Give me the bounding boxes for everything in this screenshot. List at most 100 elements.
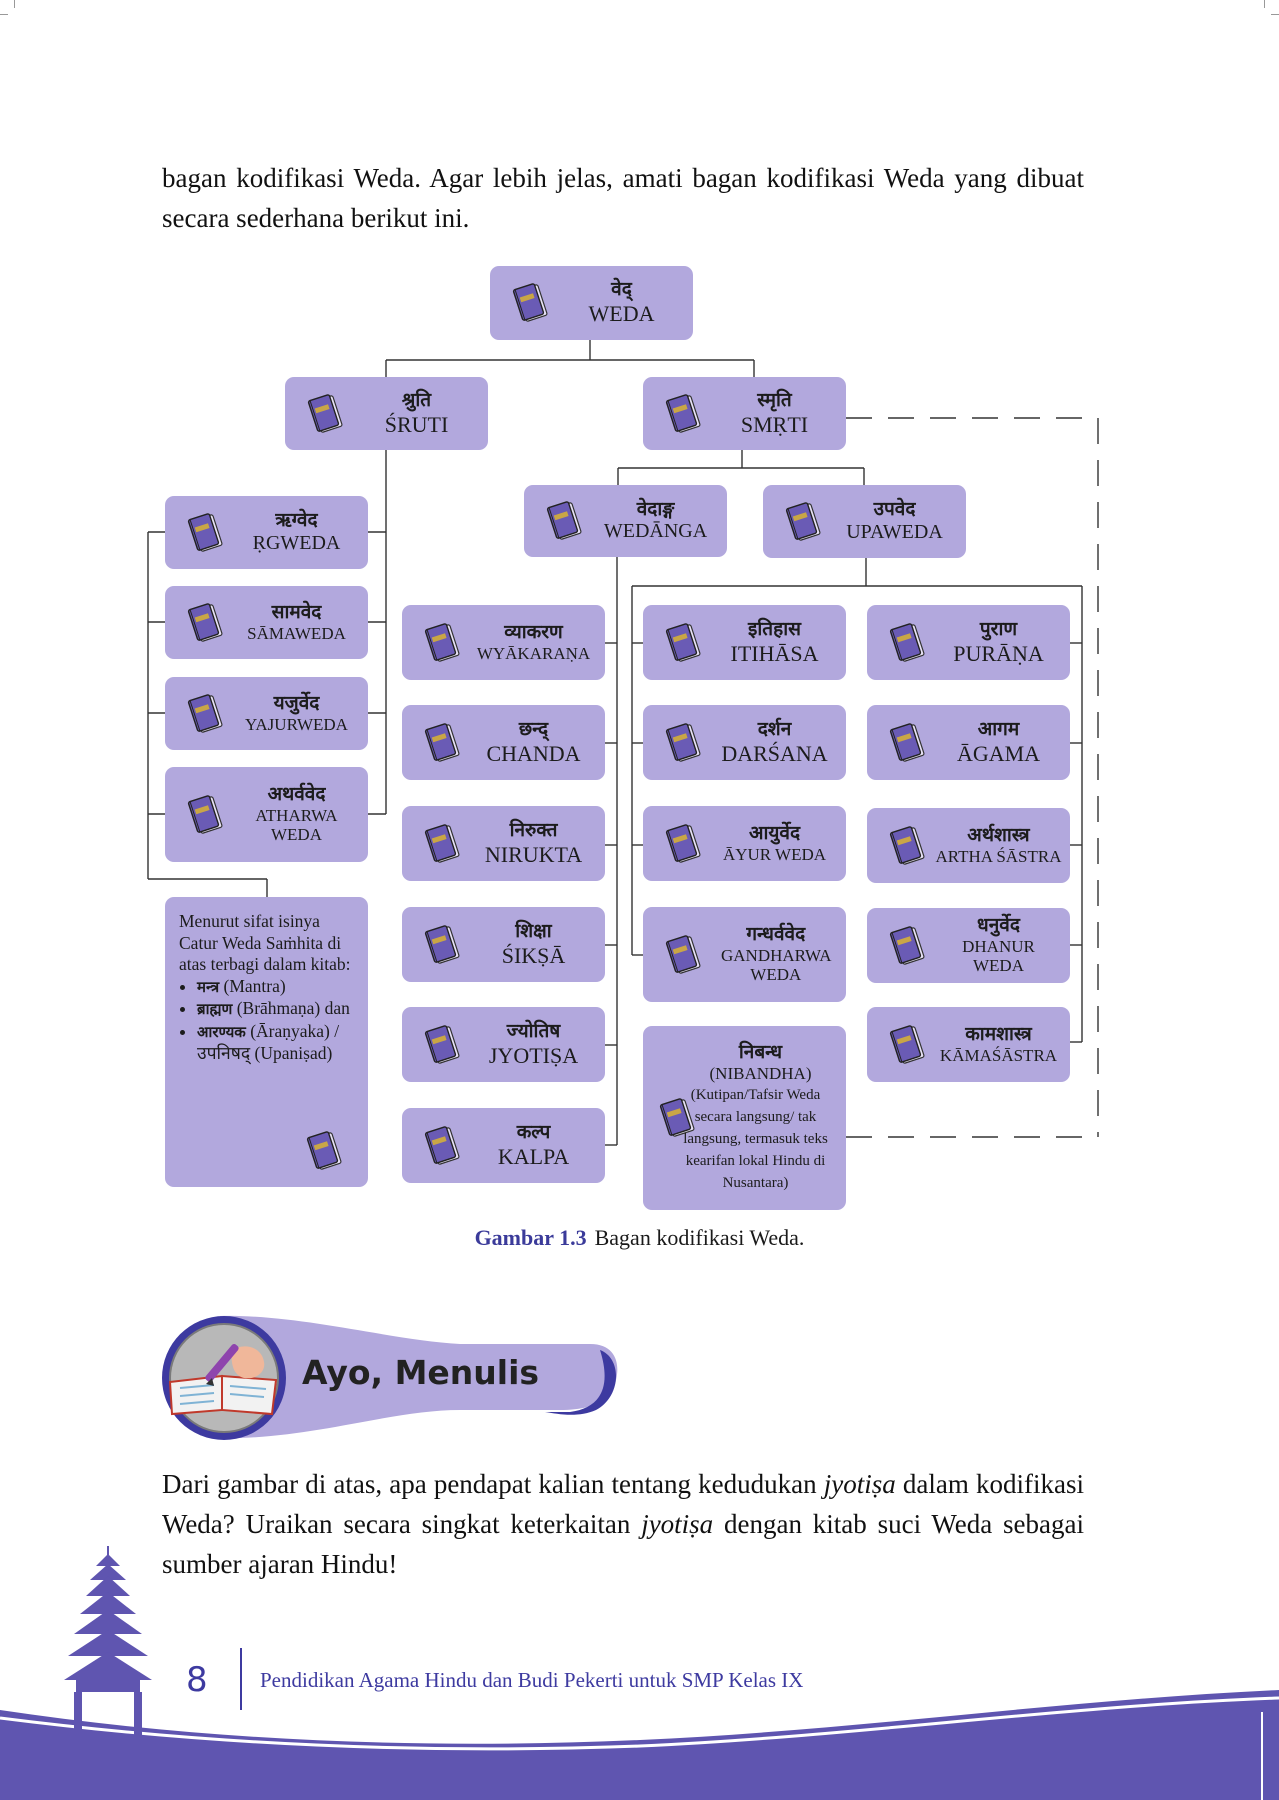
nirukta-devanagari: निरुक्त	[509, 818, 558, 841]
nibandha-devanagari: निबन्ध	[738, 1041, 783, 1064]
upaweda-label: UPAWEDA	[846, 520, 943, 543]
book-icon	[889, 622, 925, 662]
siksa-devanagari: शिक्षा	[515, 919, 552, 942]
smrti-label: SMṚTI	[740, 411, 809, 437]
caption-text: Bagan kodifikasi Weda.	[594, 1225, 805, 1250]
book-icon	[665, 393, 701, 433]
chanda-devanagari: छन्द्	[518, 717, 549, 740]
crop-mark	[1271, 14, 1279, 15]
purana-label: PURĀṆA	[953, 640, 1044, 666]
book-icon	[889, 925, 925, 965]
book-icon	[424, 722, 460, 762]
wyakarana-label: WYĀKARAṆA	[476, 643, 591, 663]
arthasastra-devanagari: अर्थशास्त्र	[967, 823, 1030, 846]
upaweda-devanagari: उपवेद	[873, 498, 916, 521]
activity-title: Ayo, Menulis	[302, 1353, 540, 1392]
note-item-devanagari: ब्राह्मण	[197, 1000, 233, 1018]
nirukta-label: NIRUKTA	[484, 841, 583, 867]
question-term: jyotiṣa	[823, 1469, 896, 1499]
figure-caption: Gambar 1.3 Bagan kodifikasi Weda.	[0, 1225, 1279, 1251]
footer-divider	[240, 1648, 242, 1710]
question-paragraph: Dari gambar di atas, apa pendapat kalian…	[162, 1464, 1084, 1584]
book-icon	[187, 602, 223, 642]
box-nibandha: निबन्ध(NIBANDHA)(Kutipan/Tafsir Weda sec…	[643, 1026, 846, 1210]
book-icon	[424, 823, 460, 863]
intro-paragraph: bagan kodifikasi Weda. Agar lebih jelas,…	[162, 158, 1084, 238]
box-siksa: शिक्षाŚIKṢĀ	[402, 907, 605, 982]
purana-devanagari: पुराण	[979, 617, 1018, 640]
wedangga-label: WEDĀNGA	[603, 520, 708, 543]
note-intro: Menurut sifat isinya Catur Weda Saṁhita …	[179, 911, 351, 974]
siksa-label: ŚIKṢĀ	[501, 942, 566, 968]
note-item: मन्त्र (Mantra)	[197, 976, 358, 999]
smrti-devanagari: स्मृति	[757, 388, 792, 411]
caption-label: Gambar 1.3	[474, 1225, 587, 1250]
note-item-devanagari: आरण्यक	[197, 1022, 246, 1041]
box-weda: वेद्WEDA	[490, 266, 693, 340]
box-smrti: स्मृतिSMṚTI	[643, 377, 846, 450]
book-icon	[665, 934, 701, 974]
kamasastra-devanagari: कामशास्त्र	[965, 1022, 1032, 1045]
book-icon	[665, 622, 701, 662]
book-icon	[187, 512, 223, 552]
sruti-label: ŚRUTI	[384, 411, 449, 437]
sruti-devanagari: श्रुति	[401, 388, 432, 411]
itihasa-label: ITIHĀSA	[730, 640, 819, 666]
note-item: आरण्यक (Āraṇyaka) / उपनिषद् (Upaniṣad)	[197, 1021, 358, 1065]
kamasastra-label: KĀMAŚĀSTRA	[939, 1045, 1058, 1065]
jyotisa-label: JYOTIṢA	[488, 1042, 579, 1068]
book-icon	[546, 501, 582, 540]
chanda-label: CHANDA	[486, 740, 581, 766]
dhanurweda-label: DHANUR WEDA	[962, 936, 1035, 976]
darsana-label: DARŚANA	[721, 740, 828, 766]
book-icon	[785, 501, 821, 541]
question-term: jyotiṣa	[641, 1509, 714, 1539]
samaweda-label: SĀMAWEDA	[247, 623, 346, 643]
rgweda-devanagari: ऋग्वेद	[275, 509, 318, 532]
note-item-latin: (Mantra)	[223, 975, 286, 996]
question-part: dalam kodifikasi Weda? Uraikan secara si…	[162, 1469, 1084, 1539]
wyakarana-devanagari: व्याकरण	[504, 620, 563, 643]
yajurweda-devanagari: यजुर्वेद	[273, 691, 320, 714]
atharwaweda-devanagari: अथर्ववेद	[267, 783, 326, 806]
crop-mark	[0, 14, 8, 15]
jyotisa-devanagari: ज्योतिष	[506, 1019, 561, 1042]
arthasastra-label: ARTHA ŚĀSTRA	[935, 846, 1062, 866]
book-icon	[889, 1024, 925, 1064]
yajurweda-label: YAJURWEDA	[245, 714, 348, 734]
kalpa-label: KALPA	[497, 1143, 570, 1169]
crop-mark	[14, 0, 15, 8]
book-icon	[424, 1024, 460, 1064]
footer-decoration	[0, 1546, 1279, 1800]
box-chanda: छन्द्CHANDA	[402, 705, 605, 780]
weda-label: WEDA	[588, 301, 655, 327]
wedangga-devanagari: वेदाङ्ग	[636, 497, 675, 520]
nibandha-label: (NIBANDHA)	[709, 1064, 812, 1084]
weda-devanagari: वेद्	[611, 278, 632, 301]
ayurweda-devanagari: आयुर्वेद	[748, 821, 801, 844]
note-item-devanagari: मन्त्र	[197, 977, 220, 996]
box-sruti: श्रुतिŚRUTI	[285, 377, 488, 450]
note-item: ब्राह्मण (Brāhmaṇa) dan	[197, 998, 358, 1021]
note-item-latin: (Āraṇyaka) / उपनिषद् (Upaniṣad)	[197, 1020, 340, 1064]
samaweda-devanagari: सामवेद	[271, 600, 322, 623]
kalpa-devanagari: कल्प	[516, 1120, 551, 1143]
dhanurweda-devanagari: धनुर्वेद	[977, 914, 1020, 937]
